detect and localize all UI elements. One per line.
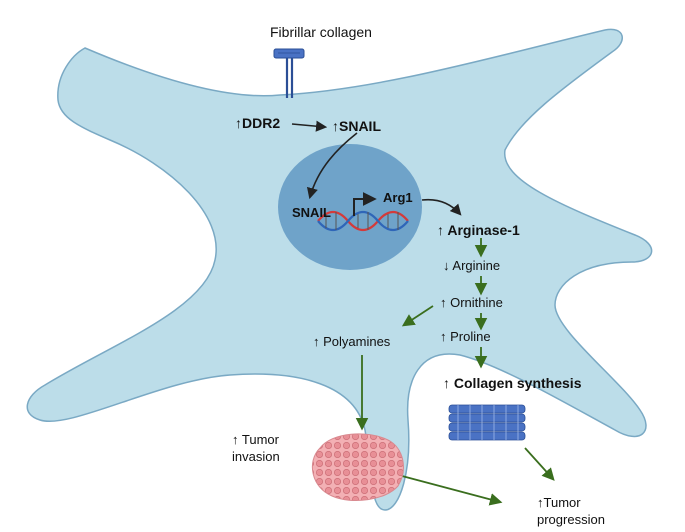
label-fibrillar-collagen: Fibrillar collagen	[270, 24, 372, 40]
arrow-ornithine-polyamines	[401, 305, 434, 327]
label-tumor-progression-line1: ↑Tumor	[537, 495, 581, 510]
label-arginine: ↓ Arginine	[443, 258, 501, 273]
label-tumor-invasion-line1: ↑ Tumor	[232, 432, 279, 447]
label-arg1: Arg1	[383, 190, 413, 205]
arrow-ddr2-snail	[291, 120, 328, 132]
transcription-arrow	[353, 192, 377, 216]
dna-helix-icon	[317, 210, 409, 232]
nucleus	[278, 144, 422, 270]
label-tumor-invasion-line2: invasion	[232, 449, 280, 464]
label-polyamines: ↑ Polyamines	[313, 334, 391, 349]
collagen-fibers-icon	[448, 404, 526, 441]
label-collagen-synthesis: ↑ Collagen synthesis	[443, 375, 582, 391]
arrow-invasion-progression	[401, 475, 503, 506]
arrow-arg1-arginase	[421, 198, 462, 216]
arrow-collagen-progression	[524, 447, 555, 481]
label-snail-nucleus: SNAIL	[292, 205, 331, 220]
label-ornithine: ↑ Ornithine	[440, 295, 503, 310]
label-tumor-progression-line2: progression	[537, 512, 605, 527]
arrow-snail-nucleus	[306, 132, 358, 200]
ddr2-receptor-icon	[273, 48, 305, 98]
label-proline: ↑ Proline	[440, 329, 491, 344]
label-snail: ↑SNAIL	[332, 118, 381, 134]
tumor-cluster-icon	[311, 433, 404, 502]
label-arginase: ↑ Arginase-1	[437, 222, 520, 238]
label-ddr2: ↑DDR2	[235, 115, 281, 131]
